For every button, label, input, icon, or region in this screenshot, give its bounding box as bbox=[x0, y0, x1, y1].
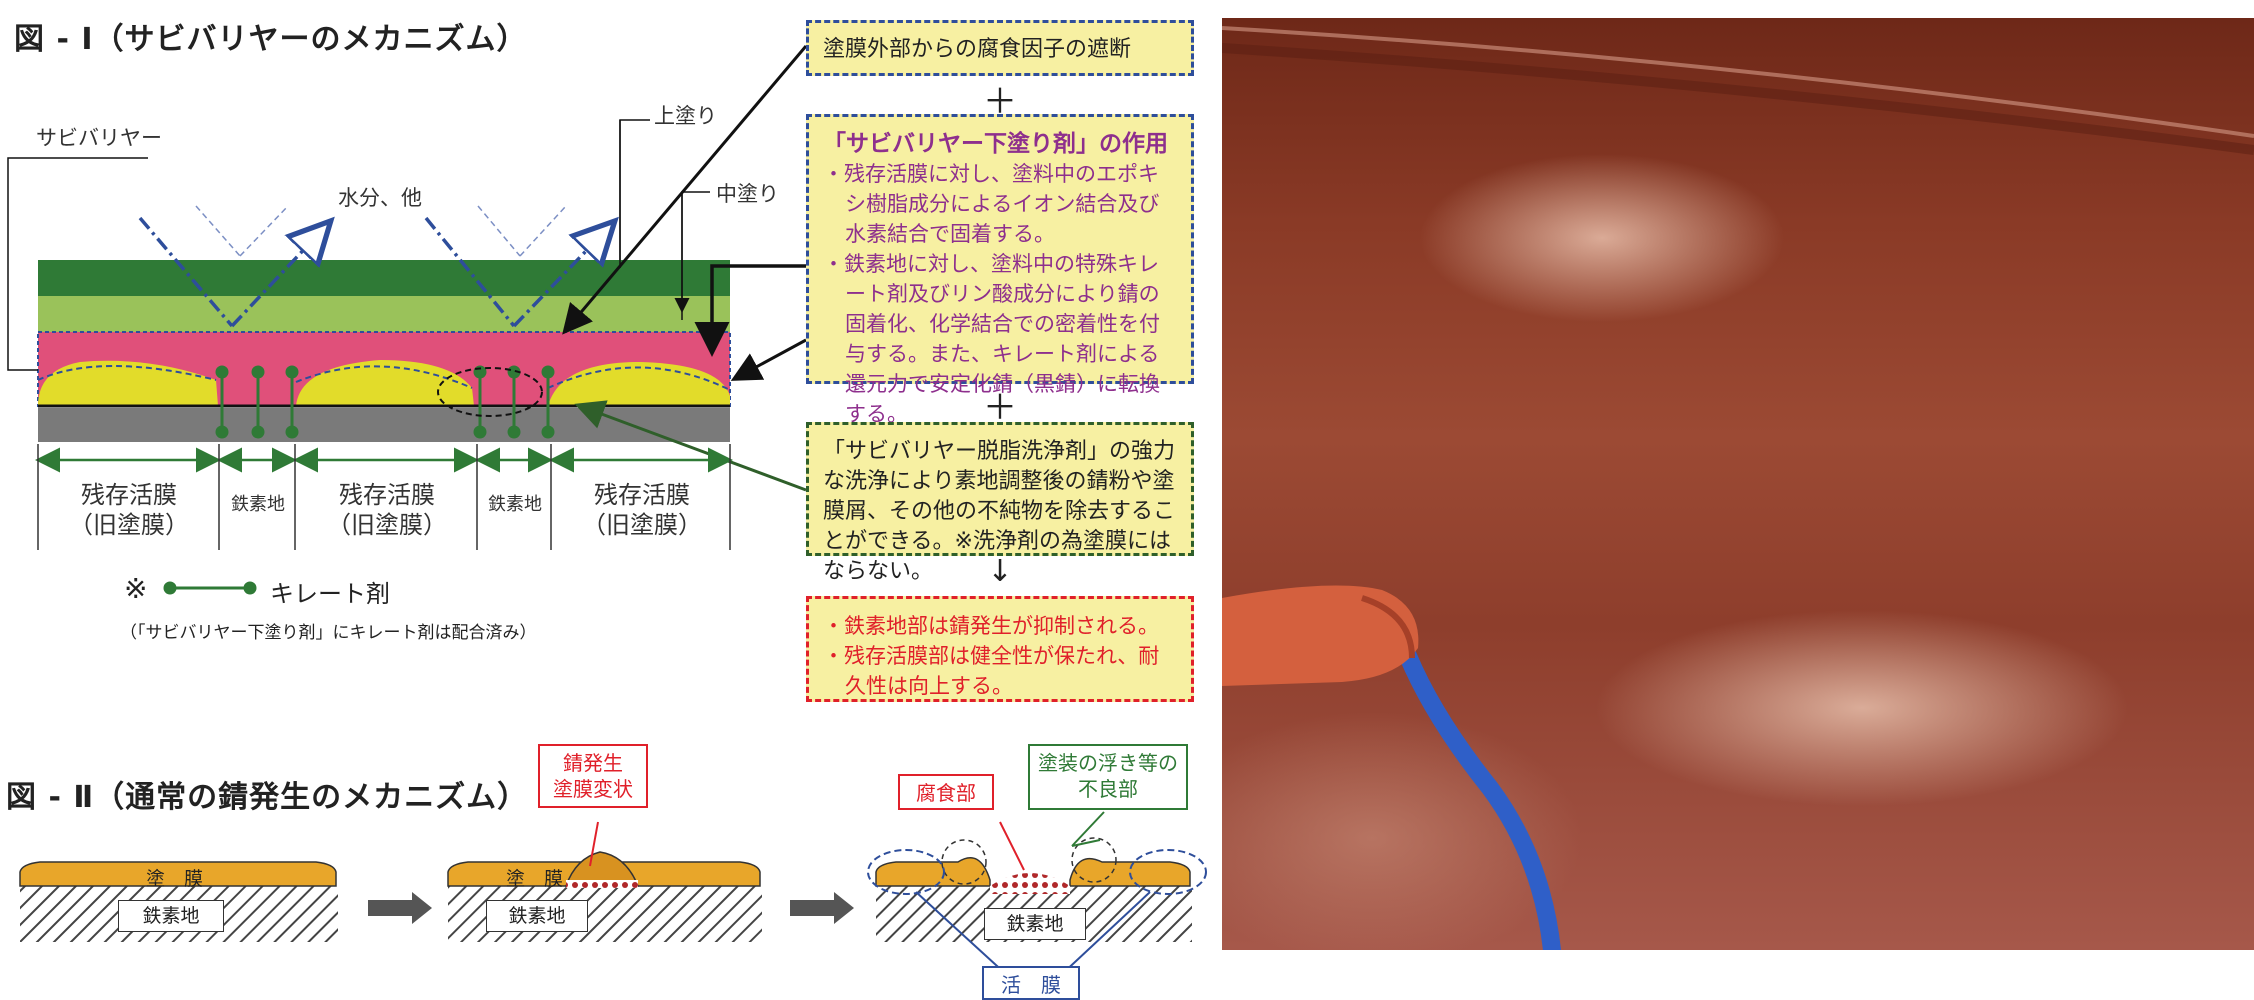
box-primer-action: 「サビバリヤー下塗り剤」の作用 ・残存活膜に対し、塗料中のエポキシ樹脂成分による… bbox=[806, 114, 1194, 426]
arrow-down: ↓ bbox=[987, 554, 1013, 589]
callout-rust: 錆発生 塗膜変状 bbox=[538, 744, 648, 808]
process-arrow-2 bbox=[790, 892, 854, 924]
legend-note: （「サビバリヤー下塗り剤」にキレート剤は配合済み） bbox=[120, 623, 537, 643]
figure-2-diagram bbox=[19, 811, 1207, 977]
coating-stage-3-right bbox=[1069, 857, 1191, 887]
figure-2-title: 図 - Ⅱ（通常の錆発生のメカニズム） bbox=[6, 780, 529, 815]
figure-1-title: 図 - Ⅰ（サビバリヤーのメカニズム） bbox=[14, 22, 528, 57]
region-residual-1: 残存活膜（旧塗膜） bbox=[69, 481, 189, 539]
callout-active-film: 活 膜 bbox=[982, 966, 1080, 1000]
region-residual-2: 残存活膜（旧塗膜） bbox=[327, 481, 447, 539]
top-coat-layer bbox=[38, 260, 730, 296]
region-residual-3: 残存活膜（旧塗膜） bbox=[582, 481, 702, 539]
callout-float: 塗装の浮き等の 不良部 bbox=[1028, 744, 1188, 810]
label-water: 水分、他 bbox=[338, 186, 422, 210]
label-middle-coat: 中塗り bbox=[716, 182, 779, 206]
chelate-legend-symbol bbox=[163, 581, 257, 595]
roller-coating-photo bbox=[1222, 18, 2254, 950]
steel-base-layer bbox=[38, 408, 730, 442]
middle-coat-layer bbox=[38, 296, 730, 332]
coating-label-1: 塗 膜 bbox=[146, 868, 204, 890]
coating-stage-1 bbox=[19, 861, 337, 887]
process-arrow-1 bbox=[368, 892, 432, 924]
coating-stage-3-left bbox=[875, 857, 991, 887]
box-result: ・鉄素地部は錆発生が抑制される。 ・残存活膜部は健全性が保たれ、耐久性は向上する… bbox=[806, 596, 1194, 702]
box-degreaser: 「サビバリヤー脱脂洗浄剤」の強力な洗浄により素地調整後の錆粉や塗膜屑、その他の不… bbox=[806, 422, 1194, 584]
label-top-coat: 上塗り bbox=[654, 104, 717, 128]
steel-label-3: 鉄素地 bbox=[984, 908, 1086, 940]
legend-mark: ※ bbox=[124, 572, 148, 605]
residual-film-2 bbox=[296, 360, 474, 406]
residual-film-3 bbox=[548, 362, 730, 406]
plus-sign-2: ＋ bbox=[983, 388, 1017, 428]
coating-label-2: 塗 膜 bbox=[506, 868, 564, 890]
box-external-blocking: 塗膜外部からの腐食因子の遮断 bbox=[806, 20, 1194, 76]
callout-corrosion: 腐食部 bbox=[898, 774, 994, 810]
label-sabibarrier: サビバリヤー bbox=[36, 126, 162, 150]
corrosion-pit bbox=[990, 873, 1070, 894]
steel-label-1: 鉄素地 bbox=[118, 900, 224, 932]
steel-label-2: 鉄素地 bbox=[486, 900, 588, 932]
region-steel-1: 鉄素地 bbox=[231, 494, 285, 515]
residual-film-1 bbox=[38, 360, 218, 406]
region-steel-2: 鉄素地 bbox=[488, 494, 542, 515]
legend-chelate: キレート剤 bbox=[270, 580, 390, 608]
roller-handle bbox=[1399, 647, 1561, 950]
roller-head bbox=[1222, 585, 1419, 686]
figure-1-diagram bbox=[7, 45, 808, 595]
